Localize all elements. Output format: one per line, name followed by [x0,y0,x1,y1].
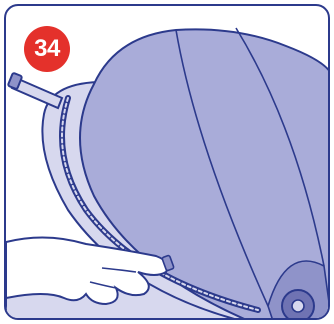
illustration-frame: 34 [4,4,330,320]
step-number-badge: 34 [24,26,70,72]
canopy-hinge-inner [292,300,304,312]
step-number: 34 [34,35,60,62]
